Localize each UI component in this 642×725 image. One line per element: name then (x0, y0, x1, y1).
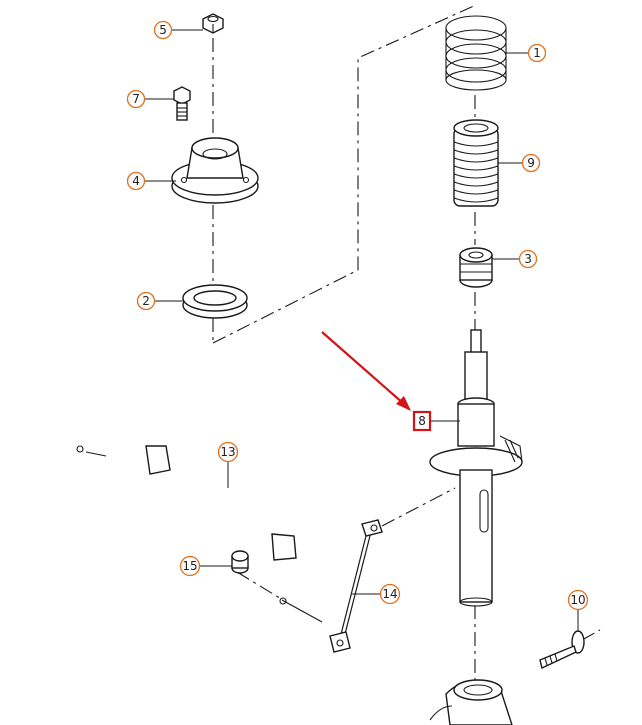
part-13-stabilizer-bar (76, 438, 308, 601)
callout-2: 2 (136, 291, 156, 311)
callout-5-label: 5 (159, 23, 167, 37)
callout-15: 15 (179, 555, 201, 577)
part-2-bearing (182, 284, 248, 319)
indicator-arrow (321, 331, 411, 411)
callout-14: 14 (379, 583, 401, 605)
part-10-bolt (539, 630, 585, 669)
callout-2-label: 2 (142, 294, 150, 308)
callout-10-label: 10 (570, 593, 585, 607)
wheel-bearing-housing (429, 679, 513, 725)
callout-4: 4 (126, 171, 146, 191)
callout-15-label: 15 (182, 559, 197, 573)
callout-13: 13 (217, 441, 239, 463)
callout-3: 3 (518, 249, 538, 269)
callout-14-label: 14 (382, 587, 397, 601)
leader-lines (144, 29, 579, 632)
callout-13-label: 13 (220, 445, 235, 459)
part-3-bump-stop (459, 247, 493, 288)
callout-10: 10 (567, 589, 589, 611)
part-9-boot (453, 119, 499, 207)
callout-3-label: 3 (524, 252, 532, 266)
part-5-nut (202, 13, 224, 34)
callout-9: 9 (521, 153, 541, 173)
callout-1: 1 (527, 43, 547, 63)
callout-9-label: 9 (527, 156, 535, 170)
callout-8-label: 8 (418, 414, 426, 428)
part-4-strut-mount (171, 137, 259, 204)
part-8-shock-absorber (429, 329, 523, 607)
callout-7: 7 (126, 89, 146, 109)
part-15-bush (231, 550, 249, 574)
callout-group: 1 2 3 4 5 7 8 9 (126, 20, 589, 611)
callout-1-label: 1 (533, 46, 541, 60)
callout-8-highlighted: 8 (412, 410, 432, 432)
part-1-coil-spring (445, 15, 507, 91)
callout-4-label: 4 (132, 174, 140, 188)
callout-7-label: 7 (132, 92, 140, 106)
callout-5: 5 (153, 20, 173, 40)
part-14-coupling-rod (279, 519, 383, 653)
assembly-guide-lines (212, 4, 601, 685)
part-7-bolt (173, 86, 191, 121)
